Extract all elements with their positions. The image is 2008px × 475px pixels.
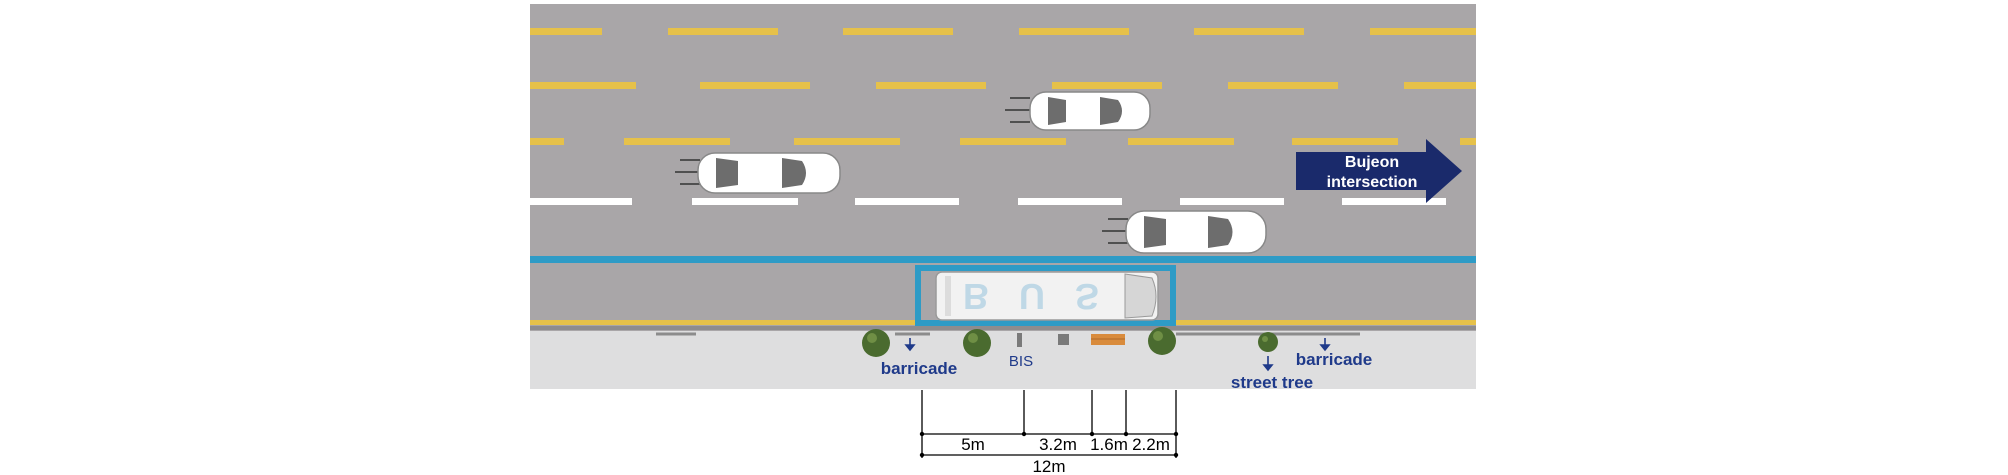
- shelter-block: [1058, 334, 1069, 345]
- arrow-right-icon: [1296, 139, 1462, 203]
- barricade-left-label: barricade: [881, 359, 958, 378]
- dimension-total-12m: 12m: [1032, 457, 1065, 475]
- car-icon: [1102, 210, 1267, 254]
- bus-lane-line: [530, 256, 1476, 263]
- bus-icon: BUS: [935, 271, 1159, 321]
- bis-post: [1017, 333, 1022, 347]
- car-icon: [675, 152, 841, 194]
- barricade-right-label: barricade: [1296, 350, 1373, 369]
- curb-edge: [530, 326, 1476, 330]
- dimension-lines: [921, 390, 1177, 458]
- dimension-3-2m: 3.2m: [1039, 435, 1077, 454]
- tree-highlights: [867, 331, 1268, 343]
- bis-label: BIS: [1009, 353, 1033, 370]
- bench-icon: [1091, 334, 1125, 345]
- dimension-1-6m: 1.6m: [1090, 435, 1128, 454]
- sidewalk: [530, 331, 1476, 389]
- bus-text: BUS: [963, 276, 1129, 317]
- dimension-2-2m: 2.2m: [1132, 435, 1170, 454]
- dimension-5m: 5m: [961, 435, 985, 454]
- car-icon: [1005, 91, 1151, 131]
- yellow-lane-lines: [530, 28, 1476, 145]
- white-lane-line: [530, 198, 1446, 205]
- dimension-ticks: [919, 431, 1179, 458]
- direction-label-line1: Bujeon: [1345, 154, 1399, 171]
- down-arrow-icon: [904, 338, 1331, 372]
- bus-stop-box: [915, 265, 1176, 326]
- street-tree-label: street tree: [1231, 373, 1313, 392]
- direction-label-line2: intersection: [1327, 174, 1418, 191]
